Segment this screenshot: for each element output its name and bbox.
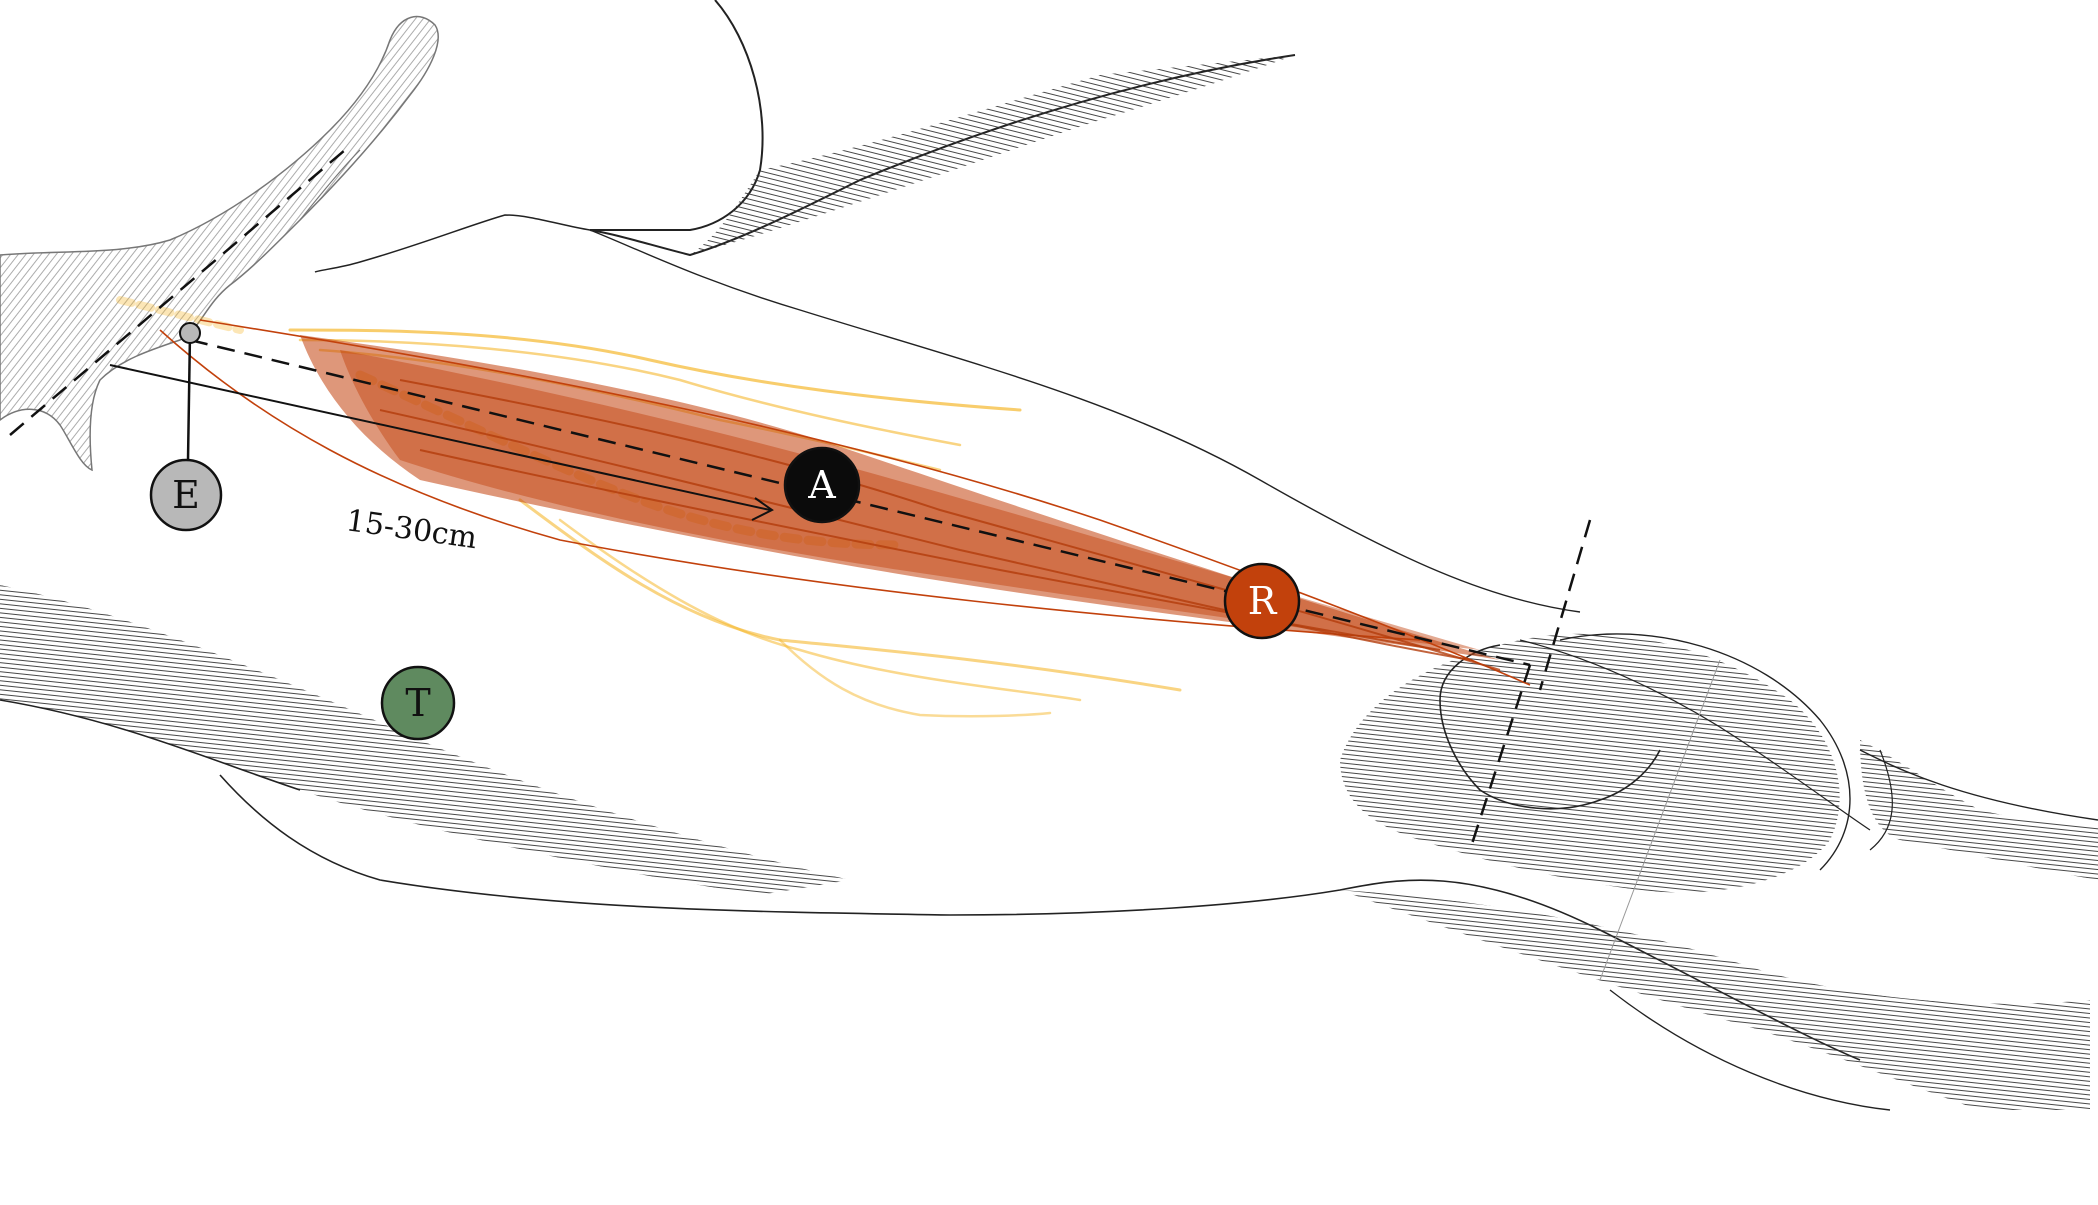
marker-e-label: E xyxy=(172,473,200,517)
length-measure-arrow xyxy=(109,364,774,521)
marker-a: A xyxy=(783,446,861,524)
marker-r: R xyxy=(1223,562,1301,640)
marker-a-label: A xyxy=(807,463,836,507)
pelvis-bone xyxy=(0,15,439,472)
marker-t: T xyxy=(380,665,456,741)
thigh-lower-contour xyxy=(0,585,2090,1111)
knee-joint xyxy=(1340,633,2098,981)
marker-r-label: R xyxy=(1248,579,1278,623)
marker-e-pin xyxy=(179,322,201,461)
reference-lines xyxy=(9,149,1592,851)
thigh-upper-contour xyxy=(314,0,1581,613)
muscle-belly xyxy=(159,319,1531,686)
marker-e: E xyxy=(149,458,223,532)
dimension-label: 15-30cm xyxy=(344,503,479,556)
marker-t-label: T xyxy=(405,681,430,725)
